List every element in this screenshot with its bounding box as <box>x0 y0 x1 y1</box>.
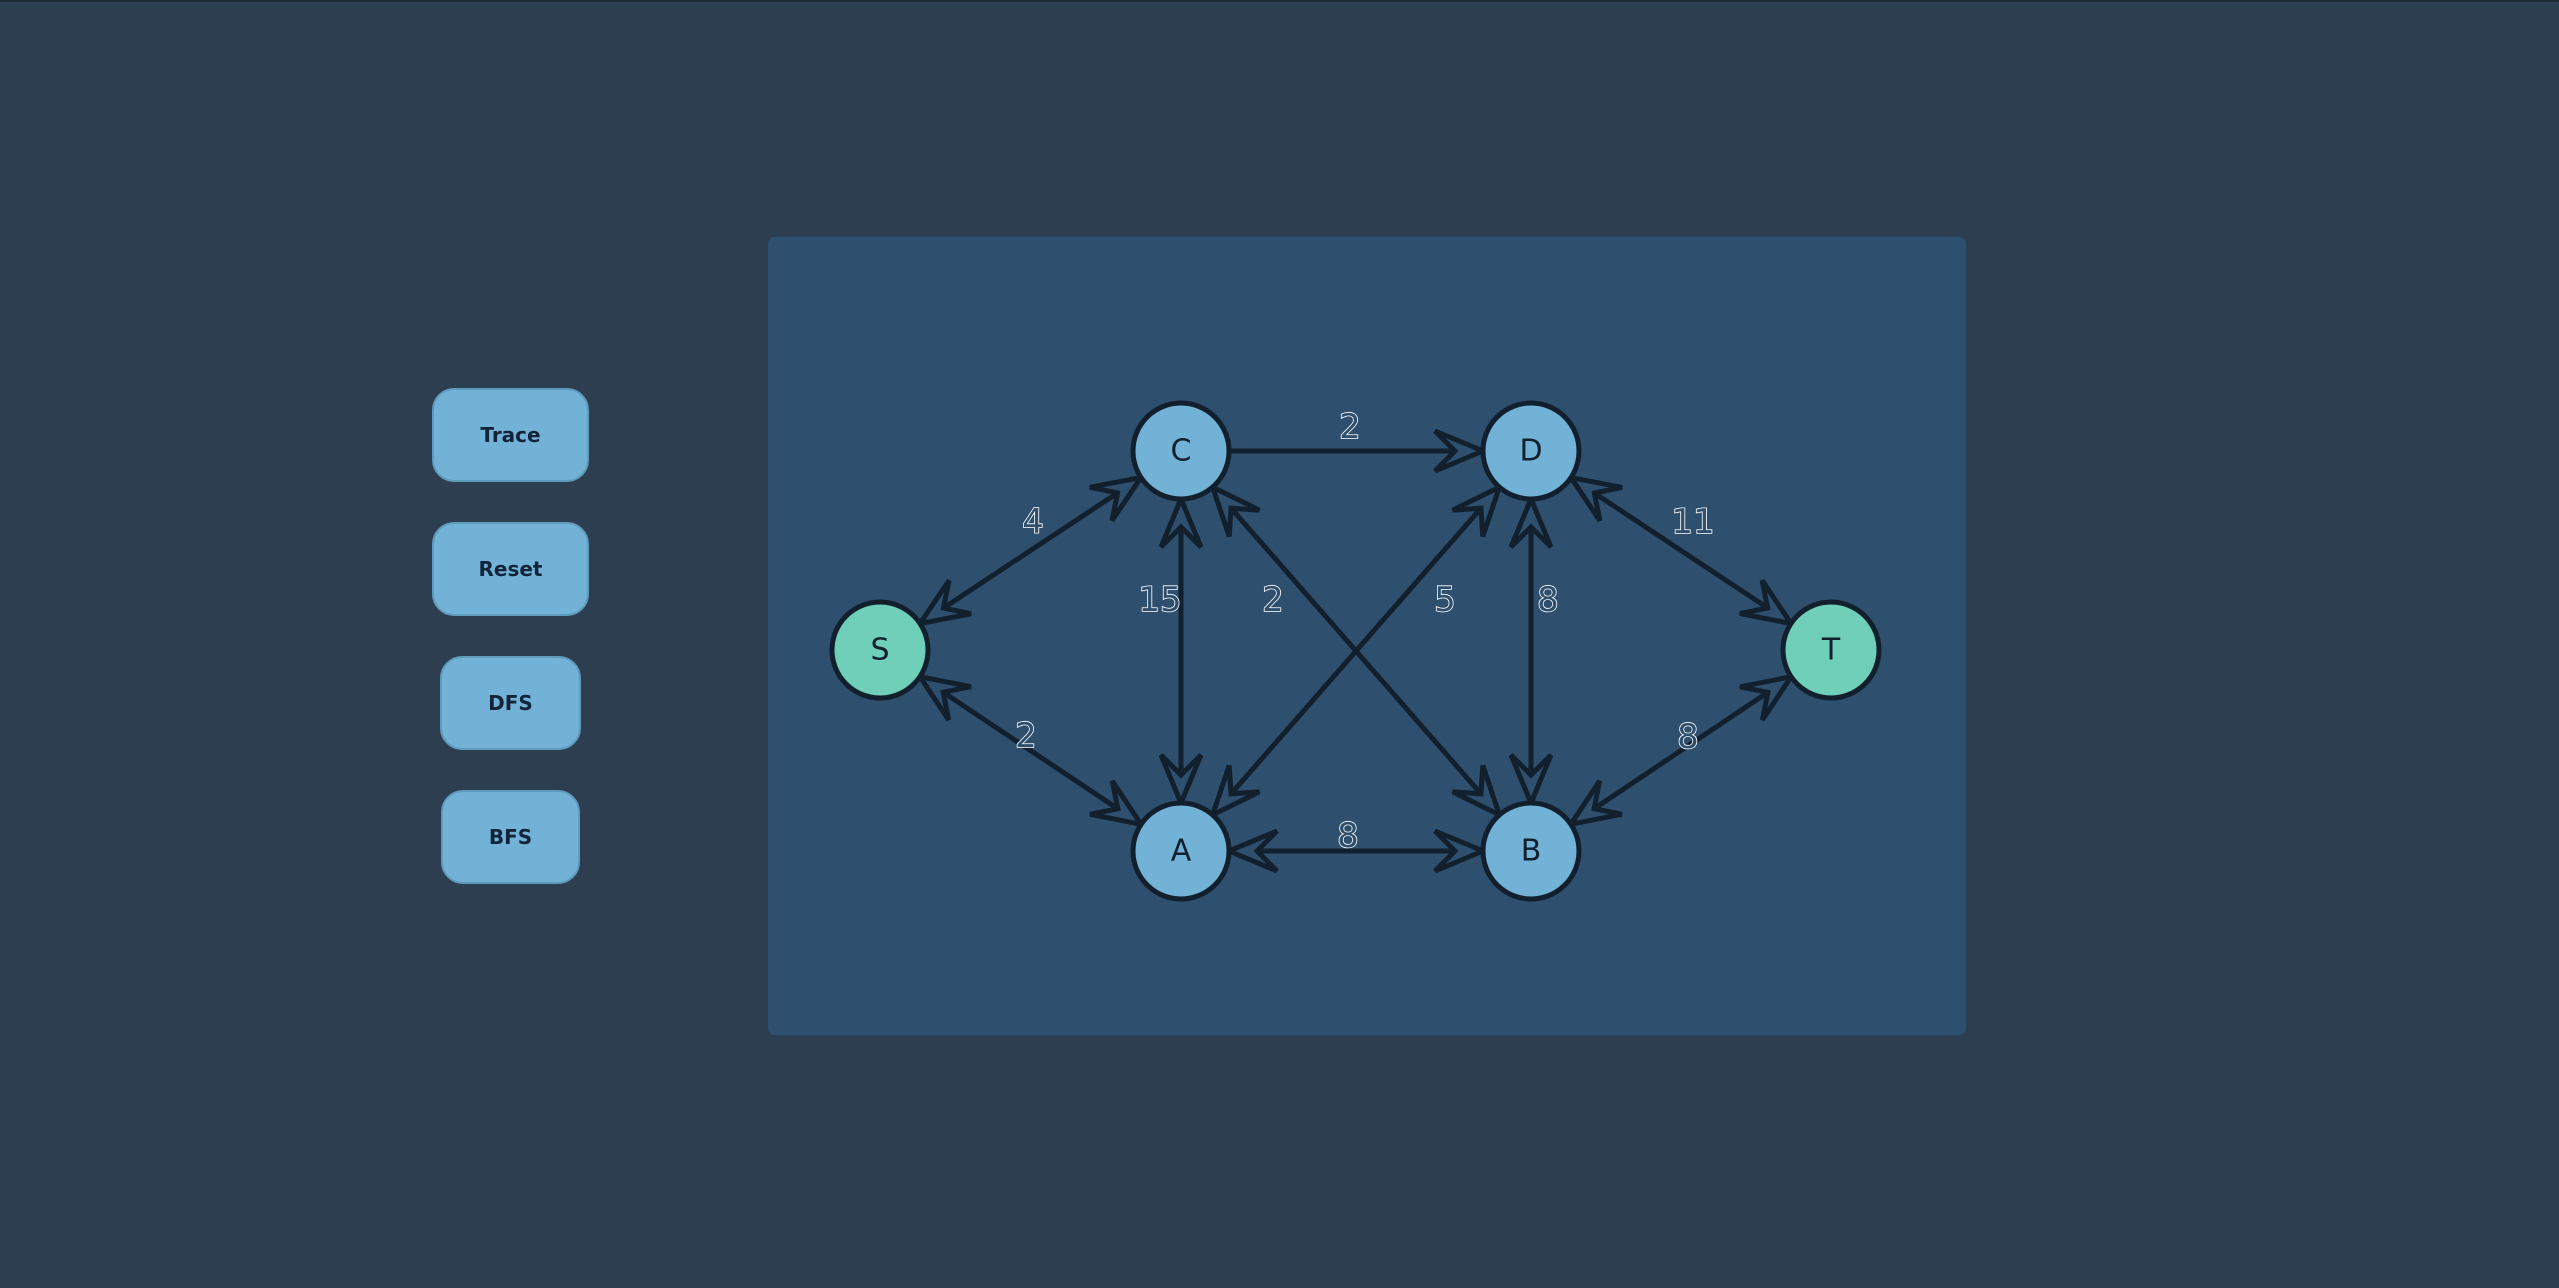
arrowhead-b-t-at-b <box>1565 779 1623 828</box>
arrowhead-s-a-at-a <box>1089 779 1147 828</box>
edge-label-b-t: 8 <box>1677 717 1699 757</box>
edges-layer <box>918 448 1793 854</box>
edge-label-c-d: 2 <box>1339 407 1361 447</box>
arrowhead-d-b-at-d <box>1508 492 1554 549</box>
control-sidebar: Trace Reset DFS BFS <box>0 0 760 1288</box>
arrowhead-c-b-at-c <box>1208 482 1261 538</box>
reset-button[interactable]: Reset <box>432 522 589 616</box>
arrowhead-b-t-at-t <box>1739 673 1797 722</box>
node-circle-b[interactable] <box>1480 800 1582 902</box>
arrowhead-a-b-at-b <box>1433 828 1490 874</box>
arrowhead-d-b-at-b <box>1508 753 1554 810</box>
node-d[interactable]: D <box>1480 400 1582 502</box>
arrowhead-a-d-at-d <box>1451 482 1504 538</box>
node-circle-d[interactable] <box>1480 400 1582 502</box>
graph-svg[interactable]: 4 2 2 15 2 5 8 8 11 8 S C D T A B <box>768 237 1968 1037</box>
edge-label-d-t: 11 <box>1671 502 1714 542</box>
node-circle-t[interactable] <box>1780 599 1882 701</box>
trace-button[interactable]: Trace <box>432 388 589 482</box>
arrowhead-a-d-at-a <box>1208 764 1261 820</box>
edge-label-s-c: 4 <box>1022 502 1044 542</box>
arrowhead-s-a-at-s <box>914 673 972 722</box>
edge-labels-layer: 4 2 2 15 2 5 8 8 11 8 <box>1014 406 1715 857</box>
node-label-a: A <box>1171 834 1192 869</box>
node-t[interactable]: T <box>1780 599 1882 701</box>
dfs-button[interactable]: DFS <box>440 656 581 750</box>
node-s[interactable]: S <box>829 599 931 701</box>
edge-d-t[interactable] <box>1569 475 1793 626</box>
arrowhead-s-c-at-s <box>914 578 972 628</box>
node-circle-a[interactable] <box>1130 800 1232 902</box>
window-top-border <box>0 0 2559 2</box>
node-label-c: C <box>1171 434 1192 469</box>
node-b[interactable]: B <box>1480 800 1582 902</box>
node-circle-s[interactable] <box>829 599 931 701</box>
edge-label-d-b: 8 <box>1537 580 1559 620</box>
edge-a-d[interactable] <box>1210 485 1502 817</box>
node-c[interactable]: C <box>1130 400 1232 502</box>
arrowhead-s-c-at-c <box>1089 473 1147 523</box>
edge-s-a[interactable] <box>918 674 1143 827</box>
edge-label-a-b: 8 <box>1337 816 1359 856</box>
arrowheads-layer <box>914 428 1797 874</box>
arrowhead-c-a-at-a <box>1158 753 1204 810</box>
edge-label-s-a: 2 <box>1015 716 1037 756</box>
bfs-button[interactable]: BFS <box>441 790 580 884</box>
node-label-b: B <box>1521 834 1542 869</box>
node-label-d: D <box>1519 434 1542 469</box>
arrowhead-c-d-at-d <box>1433 428 1490 474</box>
edge-label-c-b: 2 <box>1262 580 1284 620</box>
edge-s-c[interactable] <box>918 475 1143 626</box>
graph-canvas[interactable]: 4 2 2 15 2 5 8 8 11 8 S C D T A B <box>767 236 1967 1036</box>
arrowhead-d-t-at-t <box>1739 578 1797 628</box>
arrowhead-c-b-at-b <box>1451 764 1504 820</box>
edge-label-c-a: 15 <box>1138 580 1181 620</box>
edge-label-a-d: 5 <box>1434 580 1456 620</box>
node-a[interactable]: A <box>1130 800 1232 902</box>
node-label-t: T <box>1821 633 1841 668</box>
arrowhead-c-a-at-c <box>1158 492 1204 549</box>
arrowhead-d-t-at-d <box>1565 473 1623 523</box>
node-circle-c[interactable] <box>1130 400 1232 502</box>
nodes-layer: S C D T A B <box>829 400 1882 902</box>
arrowhead-a-b-at-a <box>1222 828 1279 874</box>
edge-b-t[interactable] <box>1569 674 1793 827</box>
node-label-s: S <box>870 633 889 668</box>
